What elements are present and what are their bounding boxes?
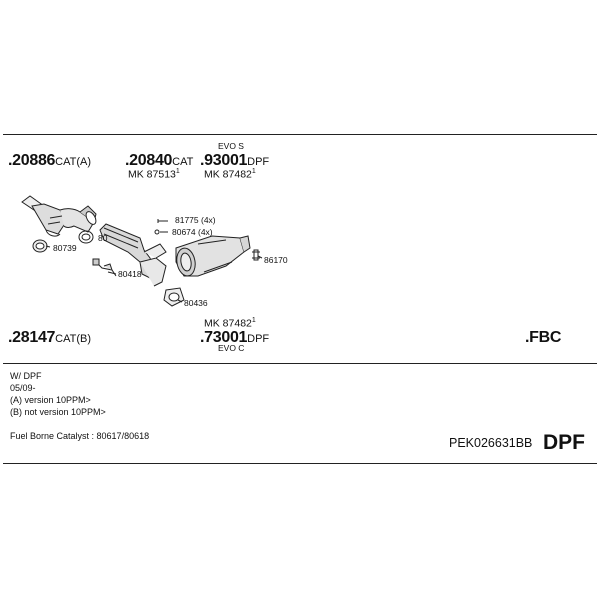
mk-87482-top: MK 874821 (204, 168, 256, 181)
catalyst-a-drawing (21, 195, 97, 237)
catalyst-20840-drawing (99, 223, 167, 287)
callout-80436[interactable]: 80436 (184, 298, 208, 308)
note-version-a: (A) version 10PPM> (10, 395, 91, 405)
mk-87482-bottom: MK 874821 (204, 317, 256, 330)
note-with-dpf: W/ DPF (10, 371, 42, 381)
notes-divider (3, 363, 597, 364)
mk-87513: MK 875131 (128, 168, 180, 181)
part-20840[interactable]: .20840CAT (125, 152, 194, 169)
callout-80739[interactable]: 80739 (53, 243, 77, 253)
diagram-frame (3, 134, 597, 464)
note-version-b: (B) not version 10PPM> (10, 407, 106, 417)
part-20886[interactable]: .20886CAT(A) (8, 152, 91, 169)
callout-80674[interactable]: 80674 (4x) (172, 227, 213, 237)
part-73001[interactable]: .73001DPF (200, 329, 270, 346)
part-93001[interactable]: .93001DPF (200, 152, 270, 169)
kit-code: PEK026631BB (449, 436, 533, 450)
callout-81775[interactable]: 81775 (4x) (175, 215, 216, 225)
callout-86170[interactable]: 86170 (264, 255, 288, 265)
part-fbc[interactable]: .FBC (525, 329, 562, 346)
part-28147[interactable]: .28147CAT(B) (8, 329, 91, 346)
note-fuel-catalyst: Fuel Borne Catalyst : 80617/80618 (10, 431, 150, 441)
callout-80[interactable]: 80 (98, 233, 108, 243)
note-date: 05/09- (10, 383, 36, 393)
kit-type: DPF (543, 431, 585, 454)
callout-80418[interactable]: 80418 (118, 269, 142, 279)
variant-evo-c: EVO C (218, 343, 245, 353)
dpf-drawing (175, 235, 251, 277)
variant-evo-s: EVO S (218, 141, 244, 151)
